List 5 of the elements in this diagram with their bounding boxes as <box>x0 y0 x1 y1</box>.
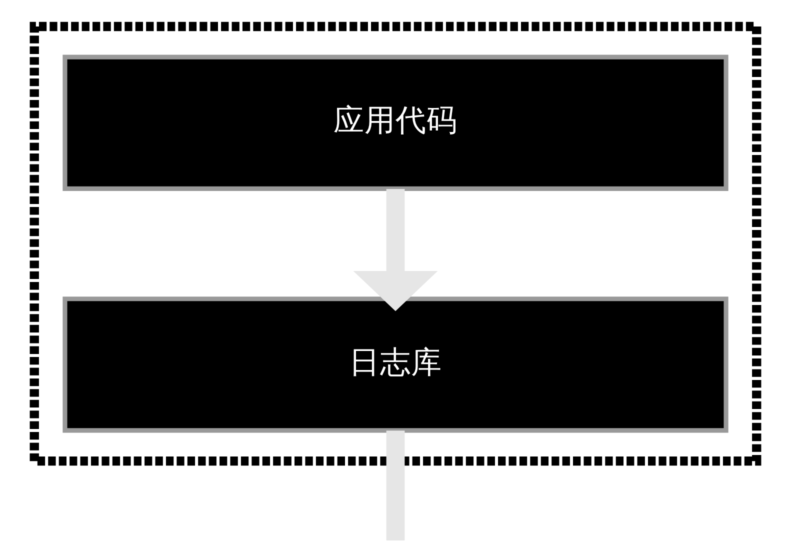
node-box: 日志库 <box>62 296 728 433</box>
cluster <box>30 22 762 466</box>
arrow <box>353 189 438 312</box>
connector <box>386 430 405 540</box>
node-box: 应用代码 <box>62 54 728 191</box>
